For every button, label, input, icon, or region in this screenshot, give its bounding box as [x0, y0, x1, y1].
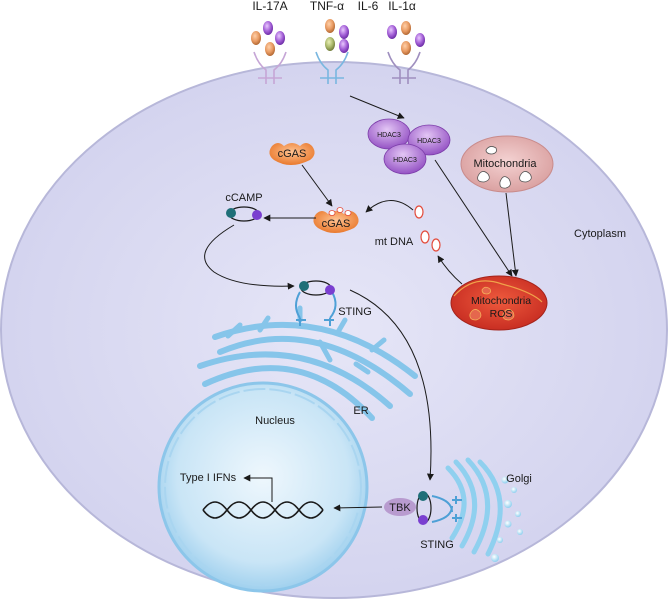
mtdna-to-cgas-arrow — [365, 200, 414, 213]
tnfa-label: TNF-α — [310, 0, 344, 13]
sting-to-golgi-arrow — [349, 289, 434, 481]
tbk-to-dna-arrow — [333, 504, 383, 512]
il17a-label: IL-17A — [252, 0, 287, 13]
ros-to-mtdna-arrow — [437, 255, 463, 285]
cgas-activation-arrow — [301, 164, 333, 207]
golgi-label: Golgi — [506, 473, 532, 485]
nucleus-label: Nucleus — [255, 415, 295, 427]
mito-to-ros-arrow — [505, 192, 519, 277]
mitochondria-label: Mitochondria — [474, 158, 538, 170]
ccamp-to-sting-arrow — [204, 224, 295, 290]
ccamp-label: cCAMP — [225, 192, 262, 204]
mito-ros-label-1: Mitochondria — [471, 295, 531, 307]
golgi-apparatus — [445, 457, 503, 557]
golgi-vesicles — [491, 476, 523, 562]
hdac3-label-2: HDAC3 — [417, 138, 441, 145]
il1a-label: IL-1α — [388, 0, 416, 13]
sting-er: STING — [295, 280, 372, 326]
hdac3-to-ros-arrow — [434, 159, 513, 277]
cgas-active-label: cGAS — [322, 218, 351, 230]
cytokine-ligands — [251, 19, 425, 56]
il6-label: IL-6 — [358, 0, 379, 13]
mitochondria-ros: Mitochondria ROS — [450, 275, 548, 331]
cgas-inactive: cGAS — [269, 143, 315, 165]
cytoplasm-label: Cytoplasm — [574, 228, 626, 240]
ifn-transcription-arrow — [243, 474, 273, 502]
ccamp: cCAMP — [225, 192, 263, 222]
mitochondria-healthy: Mitochondria — [460, 135, 554, 193]
receptor-to-hdac3-arrow — [349, 95, 405, 119]
dna-helix — [202, 501, 324, 519]
er-label: ER — [353, 405, 368, 417]
sting-golgi-tbk: TBK STING — [384, 491, 462, 551]
hdac3-label-1: HDAC3 — [377, 132, 401, 139]
nucleus: Nucleus — [157, 381, 369, 593]
endoplasmic-reticulum — [197, 305, 418, 421]
sting-er-label: STING — [338, 306, 372, 318]
sting-golgi-label: STING — [420, 539, 454, 551]
type-i-ifns-label: Type I IFNs — [180, 472, 237, 484]
hdac3-label-3: HDAC3 — [393, 157, 417, 164]
mito-ros-label-2: ROS — [490, 308, 513, 320]
cgas-active: cGAS — [313, 207, 359, 233]
mtdna: mt DNA — [375, 205, 441, 252]
mtdna-label: mt DNA — [375, 236, 414, 248]
hdac3-cluster: HDAC3 HDAC3 HDAC3 — [367, 118, 451, 175]
cgas-top-label: cGAS — [278, 148, 307, 160]
membrane-receptors — [253, 51, 421, 84]
tbk-label: TBK — [389, 502, 411, 514]
